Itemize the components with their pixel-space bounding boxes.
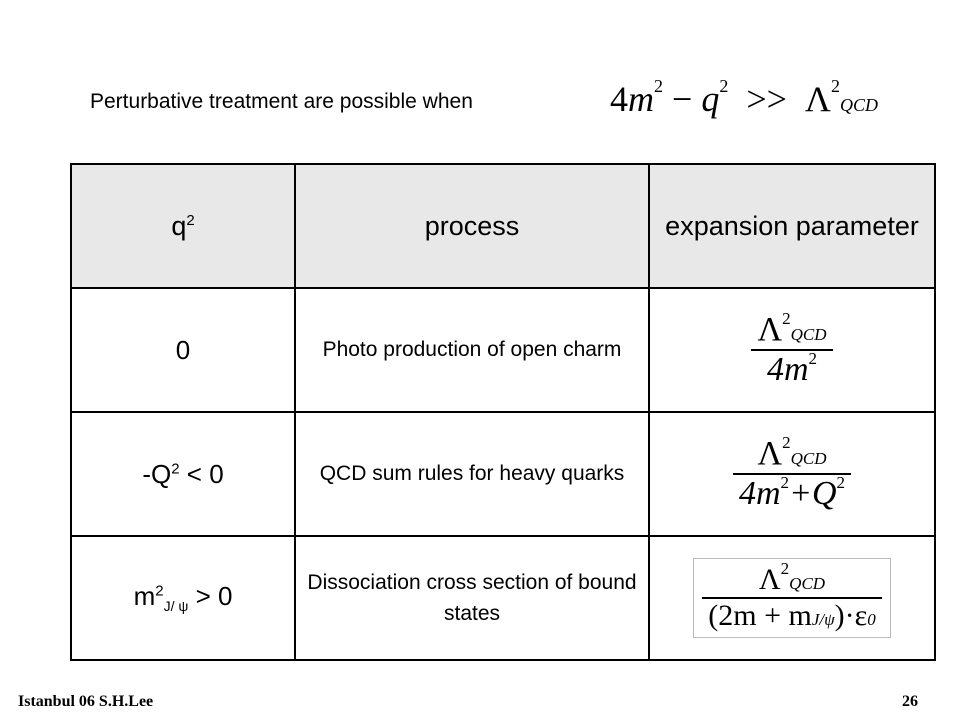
table-header-row: q2 process expansion parameter bbox=[70, 163, 936, 289]
condition-formula: 4m2 − q2 >> Λ2QCD bbox=[610, 76, 879, 120]
row3-den-sub2: 0 bbox=[867, 610, 876, 629]
cond-coef: 4 bbox=[610, 79, 628, 119]
row1-fraction: Λ2QCD 4m2 bbox=[751, 309, 833, 389]
cond-exp1: 2 bbox=[654, 76, 663, 96]
row3-den-sub: J/ψ bbox=[811, 610, 835, 629]
row3-fraction: Λ2QCD (2m + mJ/ψ)·ε0 bbox=[693, 558, 891, 638]
row1-num-sub: QCD bbox=[790, 325, 827, 344]
table-row: -Q2 < 0 QCD sum rules for heavy quarks Λ… bbox=[70, 411, 936, 537]
row2-param: Λ2QCD 4m2+Q2 bbox=[648, 411, 936, 537]
footer-author: Istanbul 06 S.H.Lee bbox=[18, 693, 154, 710]
row3-sup: 2 bbox=[155, 582, 164, 600]
row3-q2: m2J/ ψ > 0 bbox=[70, 535, 296, 661]
row2-den-mid: +Q bbox=[789, 475, 837, 512]
row1-num: Λ bbox=[757, 311, 783, 348]
cond-sub: QCD bbox=[840, 95, 879, 115]
row3-den-post: )·ε bbox=[834, 599, 868, 632]
row1-process: Photo production of open charm bbox=[294, 287, 650, 413]
row3-post: > 0 bbox=[188, 581, 233, 612]
table-row: 0 Photo production of open charm Λ 2 QCD 4… bbox=[70, 287, 936, 413]
row1-q2: 0 bbox=[70, 287, 296, 413]
cond-exp2: 2 bbox=[719, 76, 729, 96]
intro-text: Perturbative treatment are possible when bbox=[90, 90, 473, 113]
cond-exp3: 2 bbox=[831, 76, 841, 96]
row2-process: QCD sum rules for heavy quarks bbox=[294, 411, 650, 537]
row2-pre: -Q bbox=[142, 458, 172, 489]
row3-param: Λ2QCD (2m + mJ/ψ)·ε0 bbox=[648, 535, 936, 661]
table-row: m2J/ ψ > 0 Dissociation cross section of… bbox=[70, 535, 936, 661]
row1-den-sup: 2 bbox=[808, 348, 818, 368]
row2-fraction: Λ2QCD 4m2+Q2 bbox=[732, 433, 852, 513]
row2-num-sub: QCD bbox=[790, 449, 827, 468]
row2-den: 4m bbox=[738, 475, 781, 512]
expansion-table: q2 process expansion parameter 0 Photo p… bbox=[70, 163, 936, 661]
row2-num: Λ bbox=[757, 435, 783, 472]
header-q2: q2 bbox=[70, 163, 296, 289]
page-number: 26 bbox=[902, 693, 918, 710]
cond-rel: >> bbox=[746, 79, 787, 119]
row3-num: Λ bbox=[758, 563, 781, 596]
row1-param: Λ2QCD 4m2 bbox=[648, 287, 936, 413]
cond-lambda: Λ bbox=[804, 79, 832, 119]
cond-minus: − bbox=[672, 79, 693, 119]
row3-den: (2m + m bbox=[708, 599, 812, 632]
row2-den-sup2: 2 bbox=[836, 472, 846, 492]
header-expansion: expansion parameter bbox=[648, 163, 936, 289]
row3-num-sub: QCD bbox=[789, 574, 826, 593]
row2-q2: -Q2 < 0 bbox=[70, 411, 296, 537]
row3-pre: m bbox=[133, 581, 156, 612]
header-process: process bbox=[294, 163, 650, 289]
row2-post: < 0 bbox=[179, 458, 224, 489]
row2-den-sup: 2 bbox=[780, 472, 790, 492]
cond-m: m bbox=[628, 79, 654, 119]
header-q: q bbox=[171, 210, 187, 241]
row1-den: 4m bbox=[766, 351, 809, 388]
row3-process: Dissociation cross section of bound stat… bbox=[294, 535, 650, 661]
row3-sub: J/ ψ bbox=[163, 598, 189, 615]
cond-q: q bbox=[701, 79, 720, 119]
header-q-sup: 2 bbox=[186, 211, 195, 229]
row2-sup: 2 bbox=[171, 459, 180, 477]
